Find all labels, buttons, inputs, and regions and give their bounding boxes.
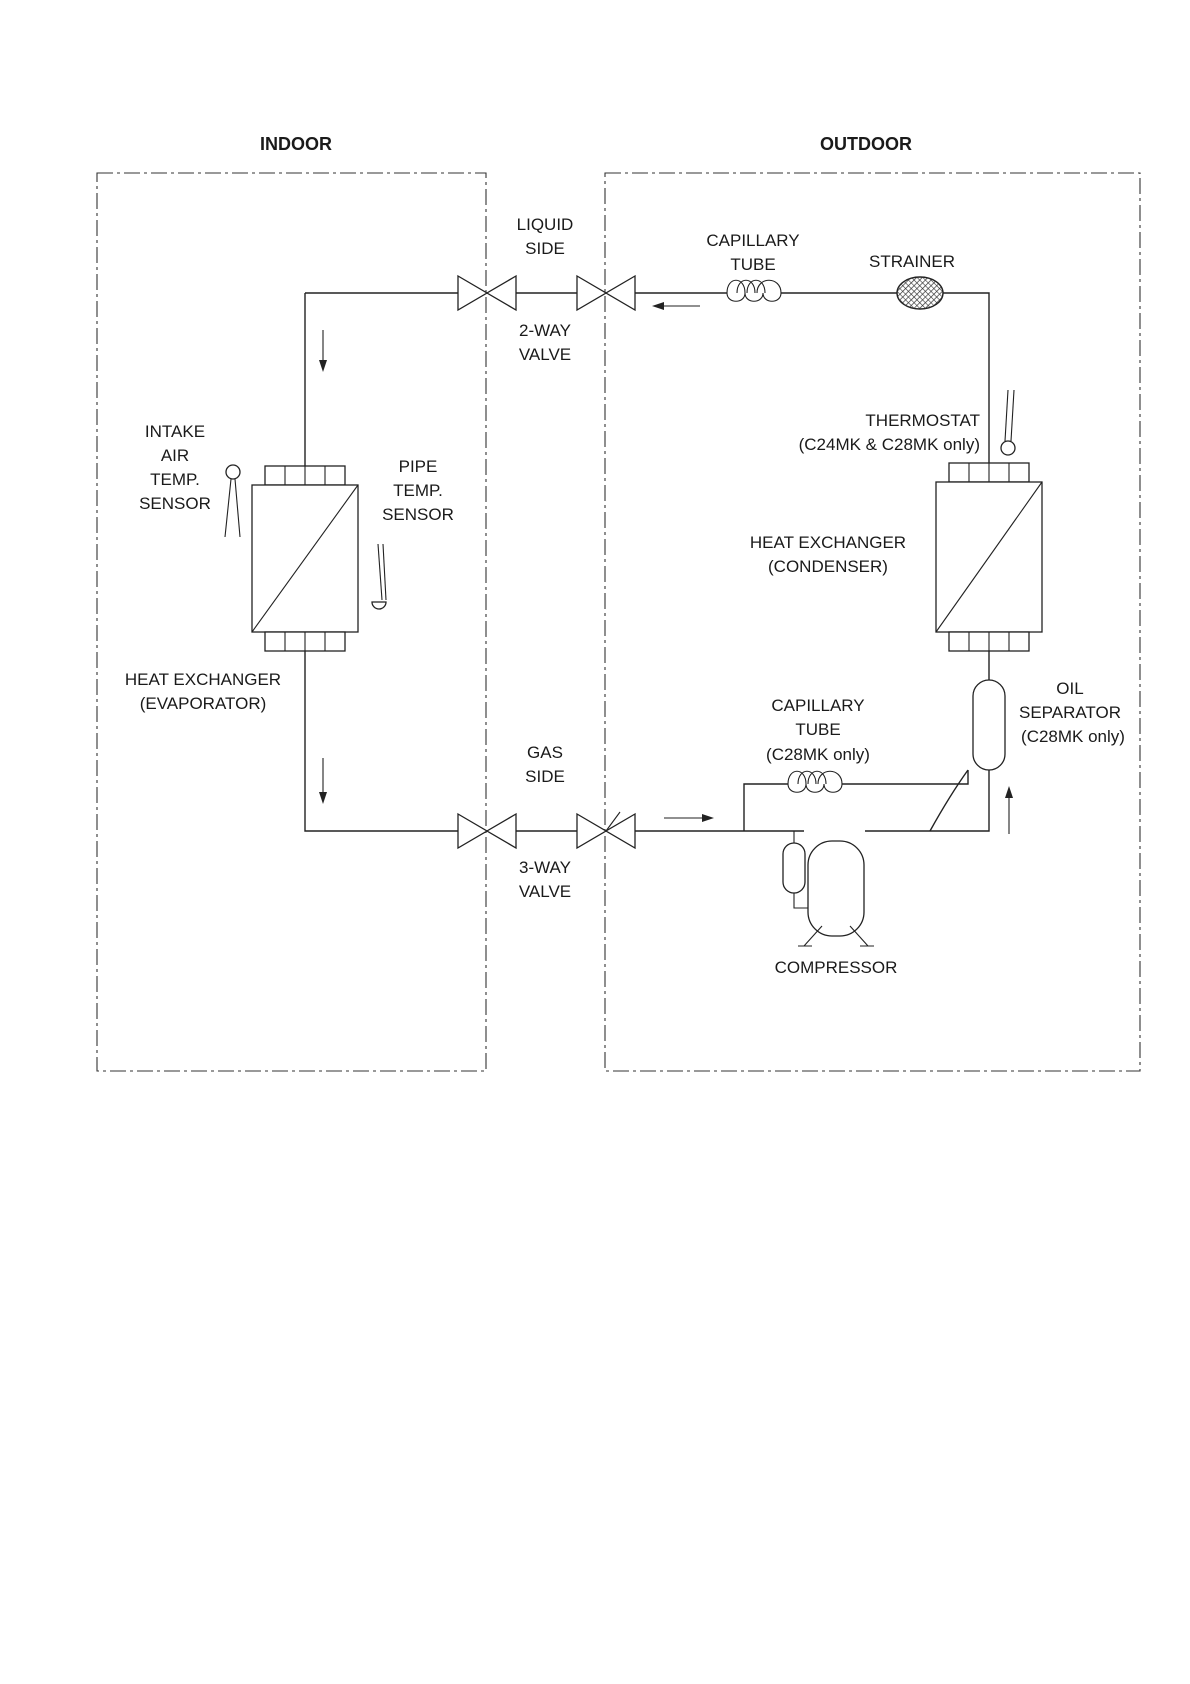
arrow-up-icon bbox=[1005, 786, 1013, 834]
intake-air-temp-sensor-label-line-1: INTAKE bbox=[145, 422, 205, 441]
capillary-tube-bottom-label-line-2: TUBE bbox=[795, 720, 840, 739]
pipe-temp-sensor-label: PIPE TEMP. SENSOR bbox=[382, 457, 454, 524]
intake-air-temp-sensor-label-line-3: TEMP. bbox=[150, 470, 200, 489]
outdoor-heading: OUTDOOR bbox=[820, 134, 912, 154]
two-way-valve-label: 2-WAY VALVE bbox=[519, 321, 571, 364]
intake-air-temp-sensor-label-line-2: AIR bbox=[161, 446, 189, 465]
gas-side-label-line-1: GAS bbox=[527, 743, 563, 762]
compressor-icon bbox=[783, 831, 874, 946]
intake-air-temp-sensor-icon bbox=[225, 465, 240, 537]
gas-side-label-line-2: SIDE bbox=[525, 767, 565, 786]
thermostat-label: THERMOSTAT (C24MK & C28MK only) bbox=[799, 411, 980, 454]
thermostat-icon bbox=[1001, 390, 1015, 455]
arrow-right-icon bbox=[664, 814, 714, 822]
oil-separator-label-line-3: (C28MK only) bbox=[1021, 727, 1125, 746]
capillary-tube-bottom-label-line-3: (C28MK only) bbox=[766, 745, 870, 764]
capillary-tube-bottom-label-line-1: CAPILLARY bbox=[771, 696, 864, 715]
intake-air-temp-sensor-label-line-4: SENSOR bbox=[139, 494, 211, 513]
strainer-label: STRAINER bbox=[869, 252, 955, 271]
arrow-down-icon bbox=[319, 330, 327, 372]
oil-separator-label: OIL SEPARATOR (C28MK only) bbox=[1019, 679, 1125, 746]
pipe-temp-sensor-icon bbox=[372, 544, 386, 609]
liquid-side-valve-indoor bbox=[458, 276, 516, 310]
heat-exchanger-condenser bbox=[936, 463, 1042, 651]
capillary-tube-top-label-line-1: CAPILLARY bbox=[706, 231, 799, 250]
intake-air-temp-sensor-label: INTAKE AIR TEMP. SENSOR bbox=[139, 422, 211, 513]
two-way-valve-label-line-1: 2-WAY bbox=[519, 321, 571, 340]
flow-arrows bbox=[319, 302, 1013, 834]
pipe-temp-sensor-label-line-3: SENSOR bbox=[382, 505, 454, 524]
liquid-side-label-line-2: SIDE bbox=[525, 239, 565, 258]
pipe-temp-sensor-label-line-1: PIPE bbox=[399, 457, 438, 476]
three-way-valve-label-line-1: 3-WAY bbox=[519, 858, 571, 877]
pipe-temp-sensor-label-line-2: TEMP. bbox=[393, 481, 443, 500]
liquid-side-label-line-1: LIQUID bbox=[517, 215, 574, 234]
indoor-heading: INDOOR bbox=[260, 134, 332, 154]
capillary-tube-top-label: CAPILLARY TUBE bbox=[706, 231, 799, 274]
arrow-left-icon bbox=[652, 302, 700, 310]
capillary-tube-coil-bottom bbox=[788, 771, 842, 792]
oil-separator-label-line-1: OIL bbox=[1056, 679, 1083, 698]
liquid-side-label: LIQUID SIDE bbox=[517, 215, 574, 258]
three-way-valve-label: 3-WAY VALVE bbox=[519, 858, 571, 901]
capillary-tube-top-label-line-2: TUBE bbox=[730, 255, 775, 274]
capillary-tube-bottom-label: CAPILLARY TUBE (C28MK only) bbox=[766, 696, 870, 764]
thermostat-label-line-1: THERMOSTAT bbox=[865, 411, 980, 430]
gas-side-label: GAS SIDE bbox=[525, 743, 565, 786]
outdoor-unit-boundary bbox=[605, 173, 1140, 1071]
heat-exchanger-evaporator-label-line-2: (EVAPORATOR) bbox=[140, 694, 267, 713]
gas-side-valve-indoor bbox=[458, 814, 516, 848]
heat-exchanger-condenser-label: HEAT EXCHANGER (CONDENSER) bbox=[750, 533, 906, 576]
arrow-down-icon bbox=[319, 758, 327, 804]
oil-separator-icon bbox=[973, 680, 1005, 770]
heat-exchanger-evaporator-label-line-1: HEAT EXCHANGER bbox=[125, 670, 281, 689]
liquid-side-2-way-valve bbox=[577, 276, 635, 310]
strainer-icon bbox=[897, 277, 943, 309]
oil-separator-label-line-2: SEPARATOR bbox=[1019, 703, 1121, 722]
three-way-valve-label-line-2: VALVE bbox=[519, 882, 571, 901]
heat-exchanger-condenser-label-line-1: HEAT EXCHANGER bbox=[750, 533, 906, 552]
gas-side-3-way-valve bbox=[577, 812, 635, 848]
capillary-tube-coil-top bbox=[727, 280, 781, 301]
heat-exchanger-condenser-label-line-2: (CONDENSER) bbox=[768, 557, 888, 576]
heat-exchanger-evaporator bbox=[252, 466, 358, 651]
compressor-label: COMPRESSOR bbox=[775, 958, 898, 977]
two-way-valve-label-line-2: VALVE bbox=[519, 345, 571, 364]
heat-exchanger-evaporator-label: HEAT EXCHANGER (EVAPORATOR) bbox=[125, 670, 281, 713]
thermostat-label-line-2: (C24MK & C28MK only) bbox=[799, 435, 980, 454]
